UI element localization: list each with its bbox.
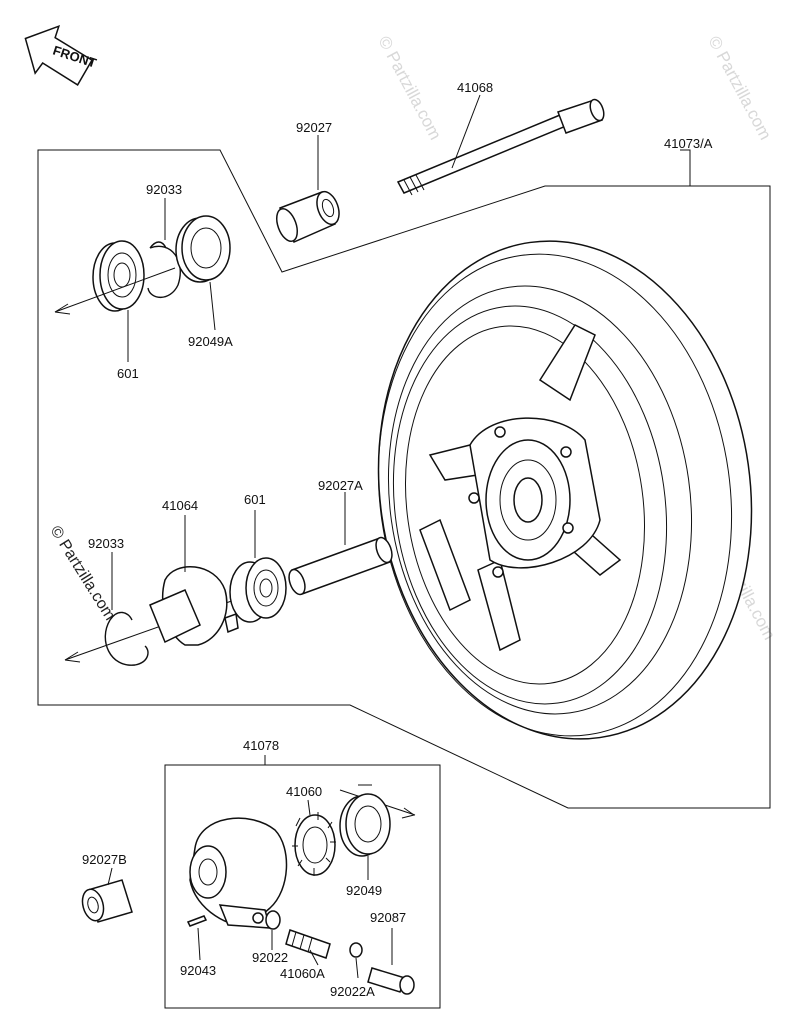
bearing-601-mid-part <box>229 557 287 623</box>
callout-labels: 41068 92027 41073/A 92033 92049A 601 920… <box>82 80 713 999</box>
sprocket-41060-part <box>292 812 336 876</box>
watermark-top-right: © Partzilla.com <box>704 33 775 143</box>
callout-92027A: 92027A <box>318 478 363 493</box>
callout-92049: 92049 <box>346 883 382 898</box>
direction-arrows <box>54 267 416 819</box>
callout-92022A: 92022A <box>330 984 375 999</box>
callout-92027B: 92027B <box>82 852 127 867</box>
callout-92049A: 92049A <box>188 334 233 349</box>
sprocket-hub-41078-part <box>189 817 288 929</box>
callout-92043: 92043 <box>180 963 216 978</box>
bearing-601-top-part <box>92 240 145 312</box>
spacer-92027-part <box>275 190 340 243</box>
bolt-92087-part <box>367 967 415 995</box>
callout-601-mid: 601 <box>244 492 266 507</box>
wheel-41073-part <box>377 240 753 740</box>
axle-41068-part <box>396 98 605 196</box>
leader-lines <box>107 94 691 979</box>
front-arrow-icon: FRONT <box>24 24 98 86</box>
washer-92022A-part <box>349 942 363 958</box>
callout-92087: 92087 <box>370 910 406 925</box>
seal-92049A-part <box>175 215 231 283</box>
pin-92043-part <box>186 915 208 927</box>
sprocket-assembly-boundary <box>164 764 441 1009</box>
circlip-92033-top-part <box>147 241 181 299</box>
callout-92022: 92022 <box>252 950 288 965</box>
callout-41060A: 41060A <box>280 966 325 981</box>
callout-41078: 41078 <box>243 738 279 753</box>
watermark-top-center: © Partzilla.com <box>374 33 445 143</box>
callout-41068: 41068 <box>457 80 493 95</box>
callout-601-top: 601 <box>117 366 139 381</box>
callout-92027-top: 92027 <box>296 120 332 135</box>
washer-92022-part <box>265 910 281 930</box>
callout-41060: 41060 <box>286 784 322 799</box>
circlip-92033-mid-part <box>104 611 149 666</box>
callout-41064: 41064 <box>162 498 198 513</box>
collar-92027B-part <box>81 879 133 923</box>
spacer-92027A-part <box>288 536 393 596</box>
callout-92033-top: 92033 <box>146 182 182 197</box>
coupling-41064-part <box>149 566 239 646</box>
assembly-boundary <box>37 149 771 809</box>
seal-92049-part <box>339 793 391 857</box>
callout-92033-mid: 92033 <box>88 536 124 551</box>
callout-41073A: 41073/A <box>664 136 713 151</box>
shaft-41060A-part <box>285 929 331 959</box>
